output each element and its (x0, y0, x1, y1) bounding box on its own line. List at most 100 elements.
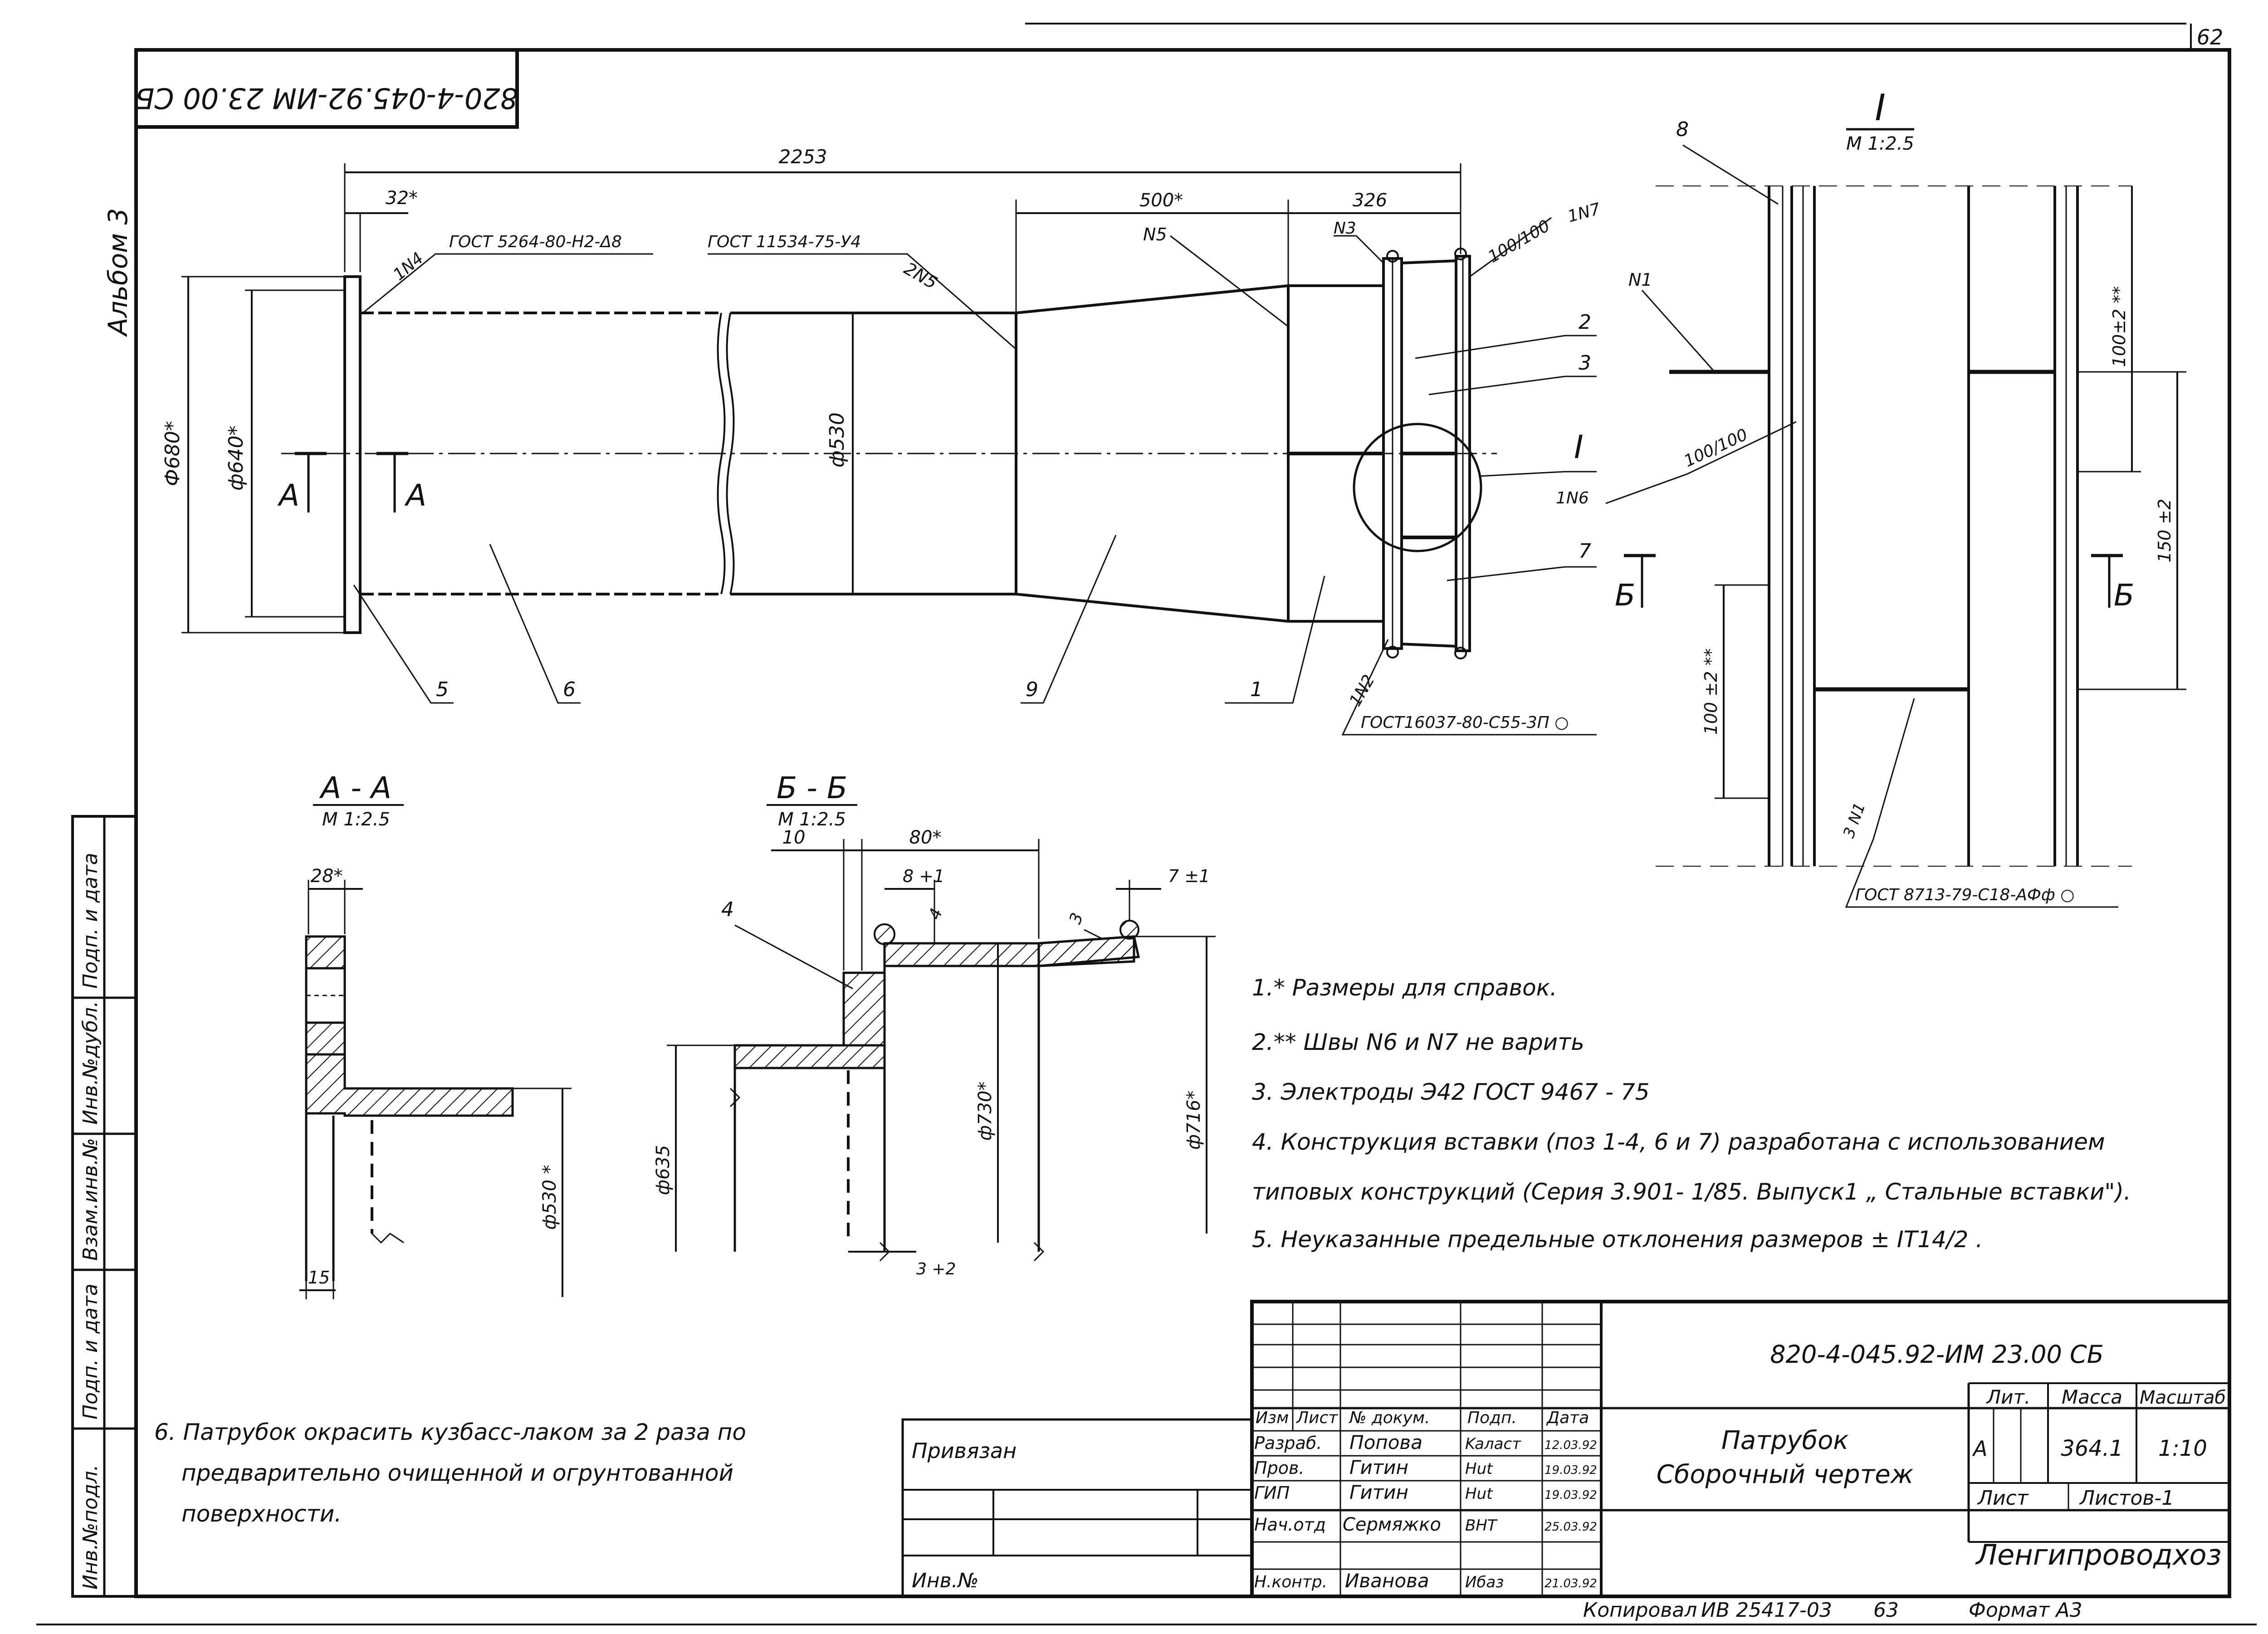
section-AA-dim-530: ф530 * (539, 1165, 560, 1229)
note-4-line2: типовых конструкций (Серия 3.901- 1/85. … (1252, 1179, 2131, 1205)
footer-format: Формат А3 (1969, 1599, 2082, 1622)
sheet-label: Лист (1977, 1487, 2029, 1510)
title-header-izm: Изм (1256, 1409, 1289, 1427)
section-marker-b-right: Б (2114, 578, 2134, 613)
row-head-date: 25.03.92 (1545, 1520, 1597, 1534)
sheet-number: 62 (2197, 25, 2224, 49)
detail-I-geometry (1605, 128, 2186, 908)
callout-1n2: 1N2 (1346, 672, 1378, 710)
left-stamp (71, 815, 137, 1598)
binding-label: Привязан (912, 1439, 1017, 1463)
note-6-line1: 6. Патрубок окрасить кузбасс-лаком за 2 … (154, 1419, 746, 1445)
note-4-line1: 4. Конструкция вставки (поз 1-4, 6 и 7) … (1252, 1129, 2105, 1155)
dim-dia-640: ф640* (225, 425, 248, 491)
row-head-role: Нач.отд (1254, 1515, 1326, 1535)
section-BB-dim-7: 7 ±1 (1168, 866, 1210, 886)
row-checker-sign: Hut (1465, 1460, 1493, 1478)
dim-dia-530: ф530 (826, 412, 849, 468)
detail-I-weld-n1: N1 (1628, 270, 1652, 290)
scale-label: Масштаб (2140, 1387, 2226, 1408)
main-view-geometry (181, 163, 1597, 736)
stamp-dup-inv: Инв.№дубл. (79, 1001, 102, 1125)
stamp-repl-inv: Взам.инв.№ (79, 1138, 102, 1261)
row-normcontrol-name: Иванова (1345, 1570, 1429, 1592)
row-developer-name: Попова (1349, 1431, 1422, 1454)
section-AA-dim-15: 15 (308, 1268, 330, 1288)
callout-gost-16037: ГОСТ16037-80-С55-3П ○ (1361, 713, 1569, 732)
detail-I-dim-100-top: 100±2 ** (2109, 286, 2129, 367)
section-AA-title: А - А (319, 771, 391, 805)
row-gip-name: Гитин (1349, 1481, 1408, 1503)
section-BB-dim-716: ф716* (1183, 1091, 1204, 1150)
row-developer-date: 12.03.92 (1545, 1439, 1597, 1452)
callout-2n5: 2N5 (901, 259, 941, 293)
product-name: Патрубок (1721, 1426, 1849, 1455)
binding-block (901, 1418, 1253, 1598)
title-block-grid (1250, 1300, 2231, 1598)
row-head-sign: BHT (1465, 1517, 1498, 1535)
rotated-code-box: 820-4-045.92-ИМ 23.00 СБ (134, 48, 519, 129)
title-header-date: Дата (1546, 1409, 1589, 1427)
footer-copied-num: 63 (1873, 1599, 1899, 1622)
dim-overall-length: 2253 (779, 146, 827, 168)
detail-I-pos-8: 8 (1676, 118, 1689, 141)
callout-n5: N5 (1143, 224, 1167, 244)
stamp-orig-inv: Инв.№подл. (79, 1464, 102, 1590)
sheets-label: Листов-1 (2079, 1487, 2174, 1510)
section-AA-scale: М 1:2.5 (322, 809, 390, 830)
section-BB-dim-3: 3 (1066, 911, 1087, 927)
detail-I-weld-3n1: 3 N1 (1840, 800, 1869, 840)
note-3: 3. Электроды Э42 ГОСТ 9467 - 75 (1252, 1079, 1650, 1105)
lit-value: А (1972, 1436, 1987, 1461)
dim-flange-width: 32* (386, 188, 418, 209)
dim-dia-680: Ф680* (161, 421, 184, 486)
callout-section-I: I (1574, 429, 1584, 466)
row-gip-date: 19.03.92 (1545, 1488, 1597, 1502)
title-doc-code: 820-4-045.92-ИМ 23.00 СБ (1770, 1340, 2104, 1369)
row-gip-sign: Hut (1465, 1485, 1493, 1503)
callout-gost-5264: ГОСТ 5264-80-Н2-Δ8 (449, 233, 622, 251)
callout-pos-1: 1 (1250, 678, 1263, 701)
callout-pos-6: 6 (563, 678, 576, 701)
section-marker-a-left: A (277, 478, 299, 513)
dim-end-length: 326 (1353, 190, 1387, 211)
section-marker-b-left: Б (1615, 578, 1635, 613)
section-BB-dim-3-bottom: 3 +2 (916, 1260, 956, 1278)
callout-1n4: 1N4 (390, 249, 427, 284)
row-normcontrol-date: 21.03.92 (1545, 1577, 1597, 1590)
dim-reducer-length: 500* (1139, 190, 1183, 211)
section-BB-dim-4: 4 (925, 906, 946, 922)
organization: Ленгипроводхоз (1975, 1538, 2222, 1571)
title-header-list: Лист (1295, 1409, 1338, 1427)
detail-I-title: I (1875, 87, 1886, 129)
callout-1n6: 1N6 (1556, 489, 1589, 507)
detail-I-gost-8713: ГОСТ 8713-79-С18-АФф ○ (1855, 886, 2075, 904)
callout-n3: N3 (1334, 219, 1356, 238)
row-head-name: Сермяжко (1343, 1514, 1441, 1535)
rotated-doc-code: 820-4-045.92-ИМ 23.00 СБ (135, 82, 518, 115)
row-normcontrol-role: Н.контр. (1254, 1573, 1327, 1591)
row-developer-sign: Kaласт (1465, 1435, 1521, 1453)
callout-1n7: 1N7 (1566, 200, 1603, 226)
detail-I-dim-150: 150 ±2 (2155, 499, 2175, 563)
callout-gost-11534: ГОСТ 11534-75-У4 (708, 233, 861, 251)
section-BB-dim-730: ф730* (975, 1082, 996, 1141)
footer-copied-id: ИВ 25417-03 (1701, 1599, 1832, 1622)
binding-inv-label: Инв.№ (912, 1569, 978, 1592)
note-2: 2.** Швы N6 и N7 не варить (1252, 1029, 1584, 1055)
callout-pos-2: 2 (1579, 311, 1591, 334)
title-header-doc: № докум. (1349, 1409, 1430, 1427)
scale-value: 1:10 (2158, 1436, 2207, 1461)
note-1: 1.* Размеры для справок. (1252, 975, 1557, 1001)
section-BB-dim-10: 10 (782, 827, 806, 848)
note-6-line2: предварительно очищенной и огрунтованной (181, 1460, 733, 1486)
section-AA-geometry (299, 804, 572, 1299)
callout-pos-9: 9 (1026, 678, 1038, 701)
section-marker-a-right: A (404, 478, 426, 513)
mass-value: 364.1 (2061, 1436, 2123, 1461)
section-BB-title: Б - Б (777, 771, 847, 805)
stamp-sign-date-1: Подп. и дата (79, 853, 102, 989)
section-BB-dim-80: 80* (909, 827, 942, 848)
